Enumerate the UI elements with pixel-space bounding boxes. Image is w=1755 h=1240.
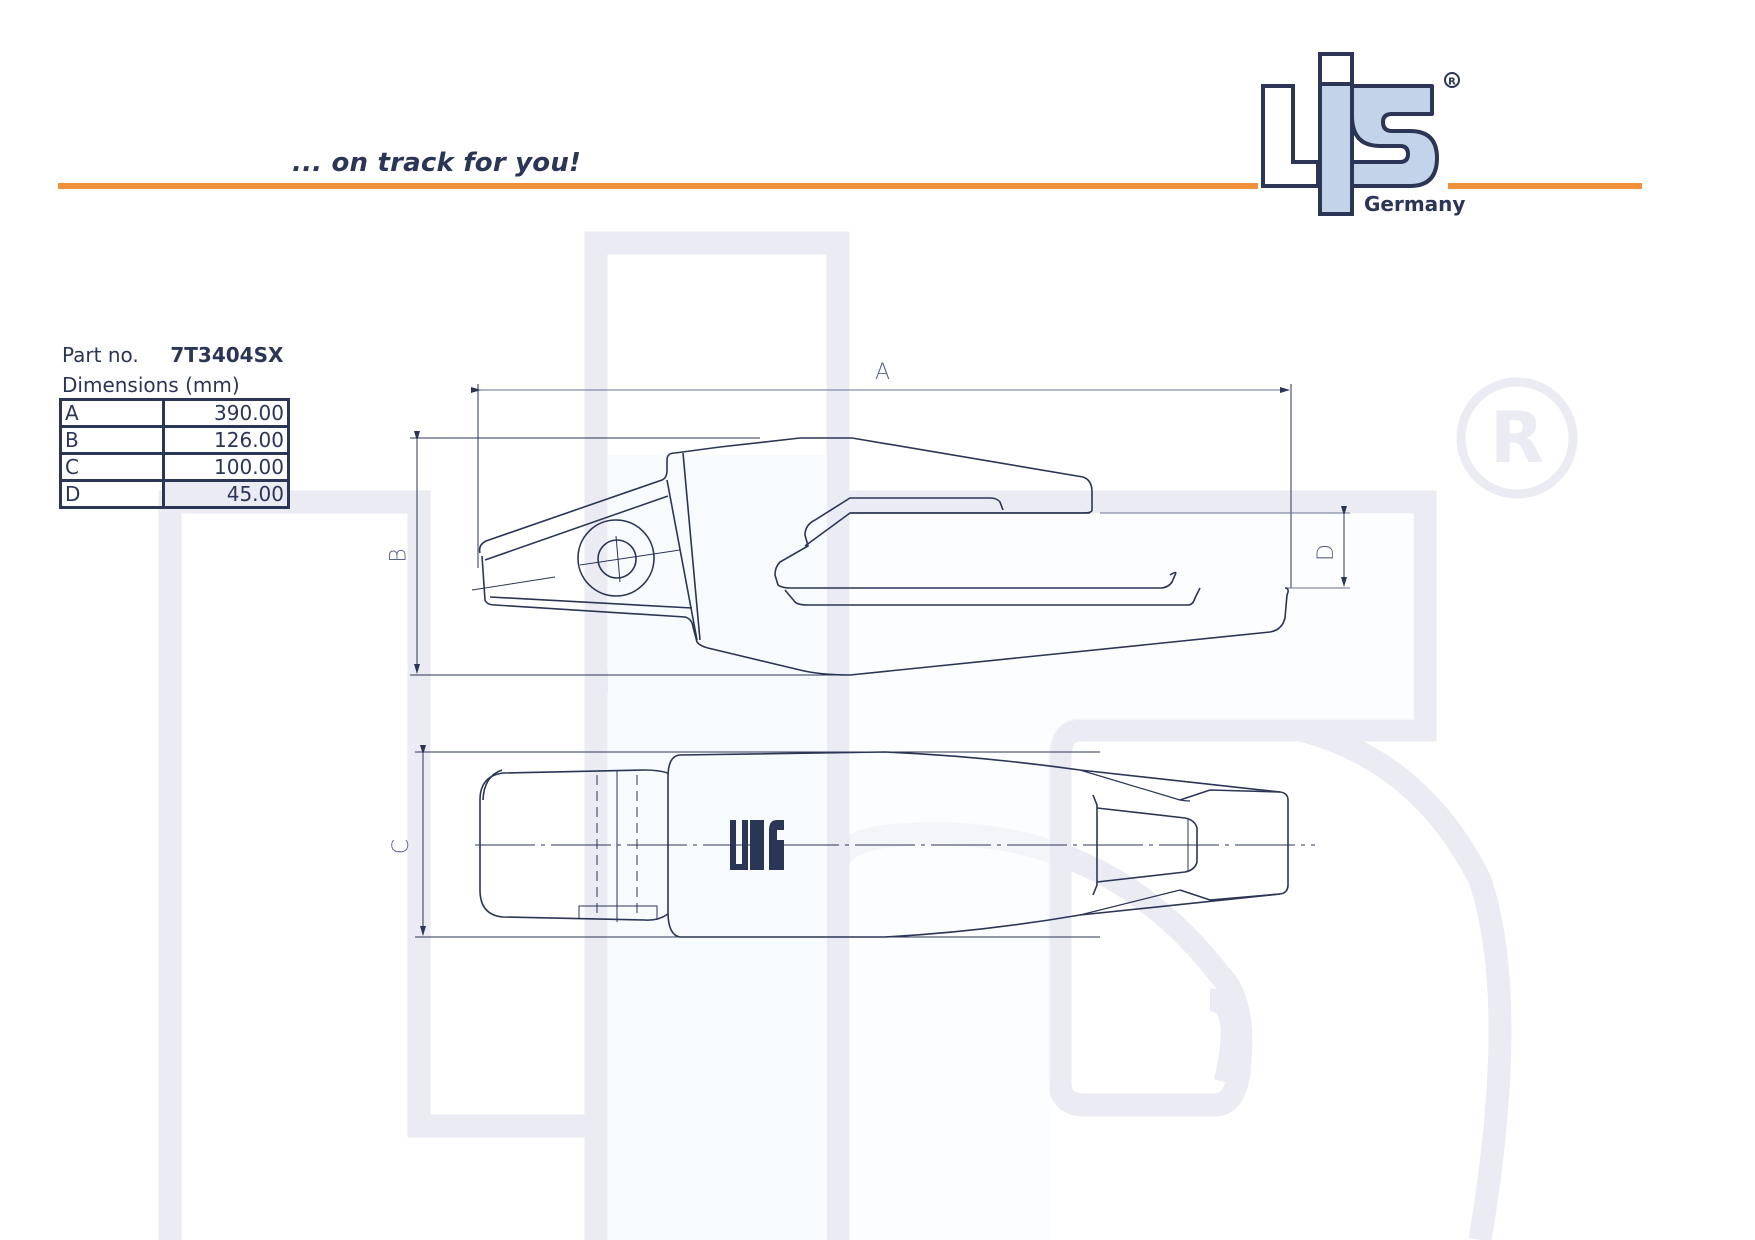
logo-subtitle: Germany: [1364, 192, 1466, 216]
dimension-key: B: [59, 425, 165, 455]
dimension-value: 45.00: [162, 479, 290, 509]
dimension-value: 126.00: [162, 425, 290, 455]
table-row: B 126.00: [59, 425, 290, 455]
adapter-side-outline: [471, 437, 1289, 676]
table-row: D 45.00: [59, 479, 290, 509]
header-rule: [58, 183, 1642, 189]
tagline: ... on track for you!: [292, 148, 582, 178]
embossed-lis-mark: [730, 820, 784, 870]
dimensions-table: A 390.00 B 126.00 C 100.00 D 45.00: [59, 398, 290, 509]
dimension-key: D: [59, 479, 165, 509]
top-view: [415, 745, 1315, 938]
dimension-label-d: D: [1313, 544, 1339, 561]
svg-text:R: R: [1490, 397, 1544, 479]
part-number-value: 7T3404SX: [170, 343, 284, 367]
dimension-label-b: B: [386, 548, 412, 563]
part-info: Part no. 7T3404SX Dimensions (mm): [62, 340, 283, 400]
dimensions-heading: Dimensions (mm): [62, 373, 240, 397]
dimension-key: A: [59, 398, 165, 428]
dimension-value: 100.00: [162, 452, 290, 482]
adapter-top-outline: [479, 751, 1289, 938]
table-row: C 100.00: [59, 452, 290, 482]
part-number-label: Part no.: [62, 343, 139, 367]
table-row: A 390.00: [59, 398, 290, 428]
dimension-value: 390.00: [162, 398, 290, 428]
dimension-key: C: [59, 452, 165, 482]
dimension-label-c: C: [389, 838, 415, 855]
side-view: [410, 384, 1350, 676]
dimension-label-a: A: [875, 360, 891, 385]
